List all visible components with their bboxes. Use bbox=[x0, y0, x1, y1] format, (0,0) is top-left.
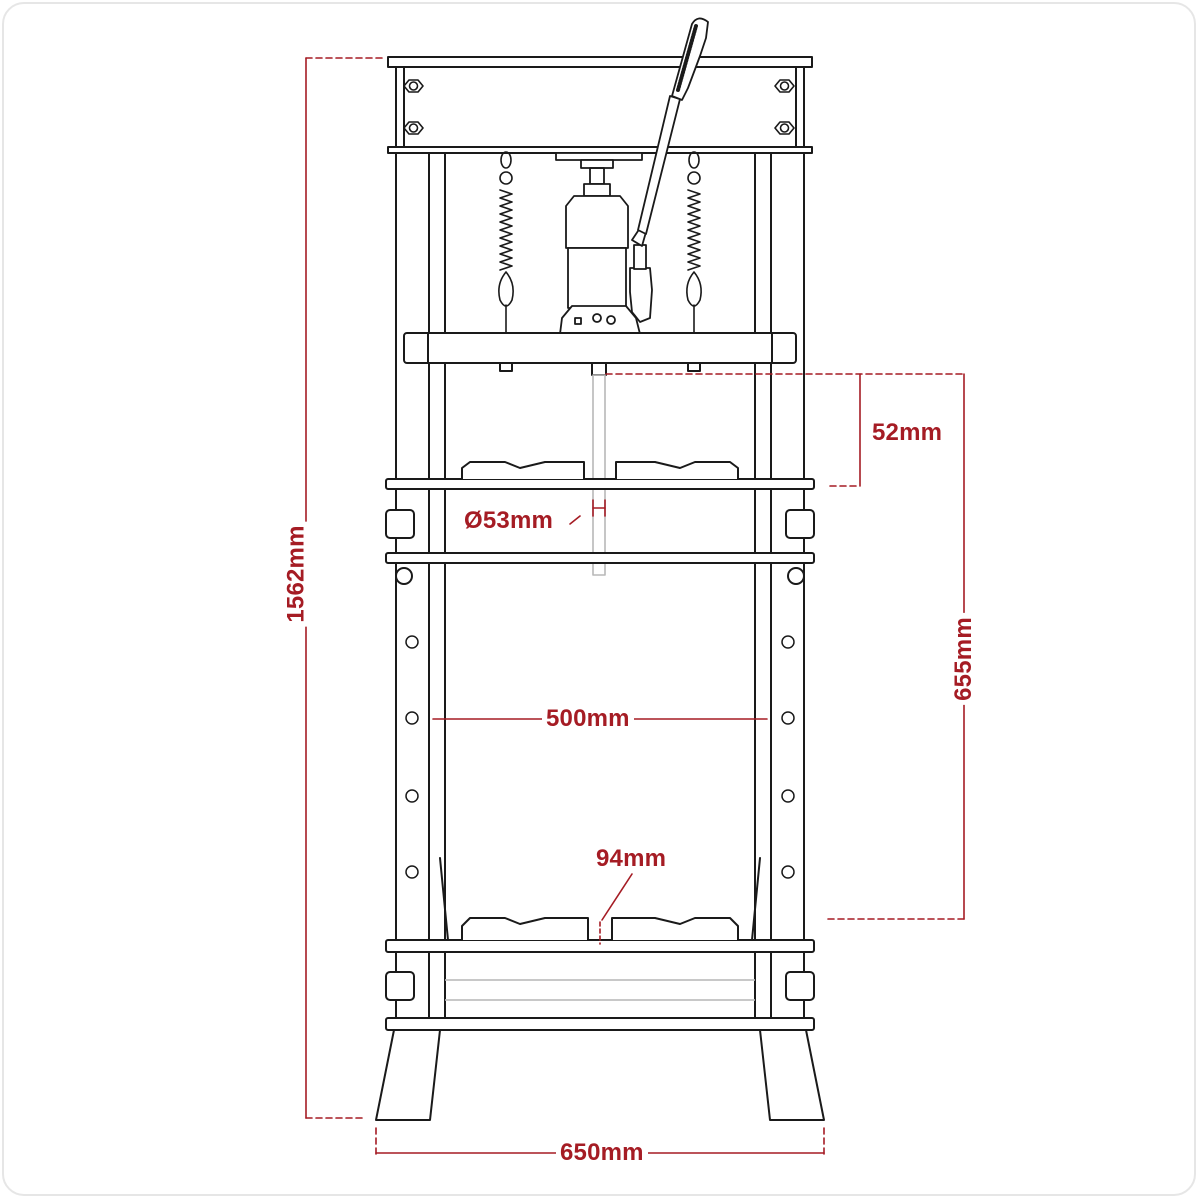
ram-piston bbox=[592, 374, 606, 576]
overall-width-label: 650mm bbox=[556, 1139, 648, 1167]
ram-diameter-label: Ø53mm bbox=[460, 507, 558, 535]
return-spring-right bbox=[686, 151, 702, 335]
pump-handle bbox=[631, 17, 709, 247]
feet bbox=[375, 1029, 825, 1121]
top-beam bbox=[387, 56, 813, 154]
return-spring-left bbox=[498, 151, 514, 335]
bottle-jack bbox=[555, 152, 653, 335]
upper-press-bed bbox=[385, 461, 815, 585]
frame-uprights bbox=[395, 152, 805, 1031]
overall-height-label: 1562mm bbox=[282, 521, 311, 627]
plate-gap-label: 94mm bbox=[592, 845, 671, 873]
bolt-icon bbox=[403, 79, 795, 135]
inner-width-label: 500mm bbox=[542, 705, 634, 733]
ram-stroke-label: 52mm bbox=[868, 419, 947, 447]
ram-crossbeam bbox=[403, 332, 797, 376]
lower-press-bed bbox=[385, 857, 815, 1049]
max-working-height-label: 655mm bbox=[949, 613, 978, 705]
